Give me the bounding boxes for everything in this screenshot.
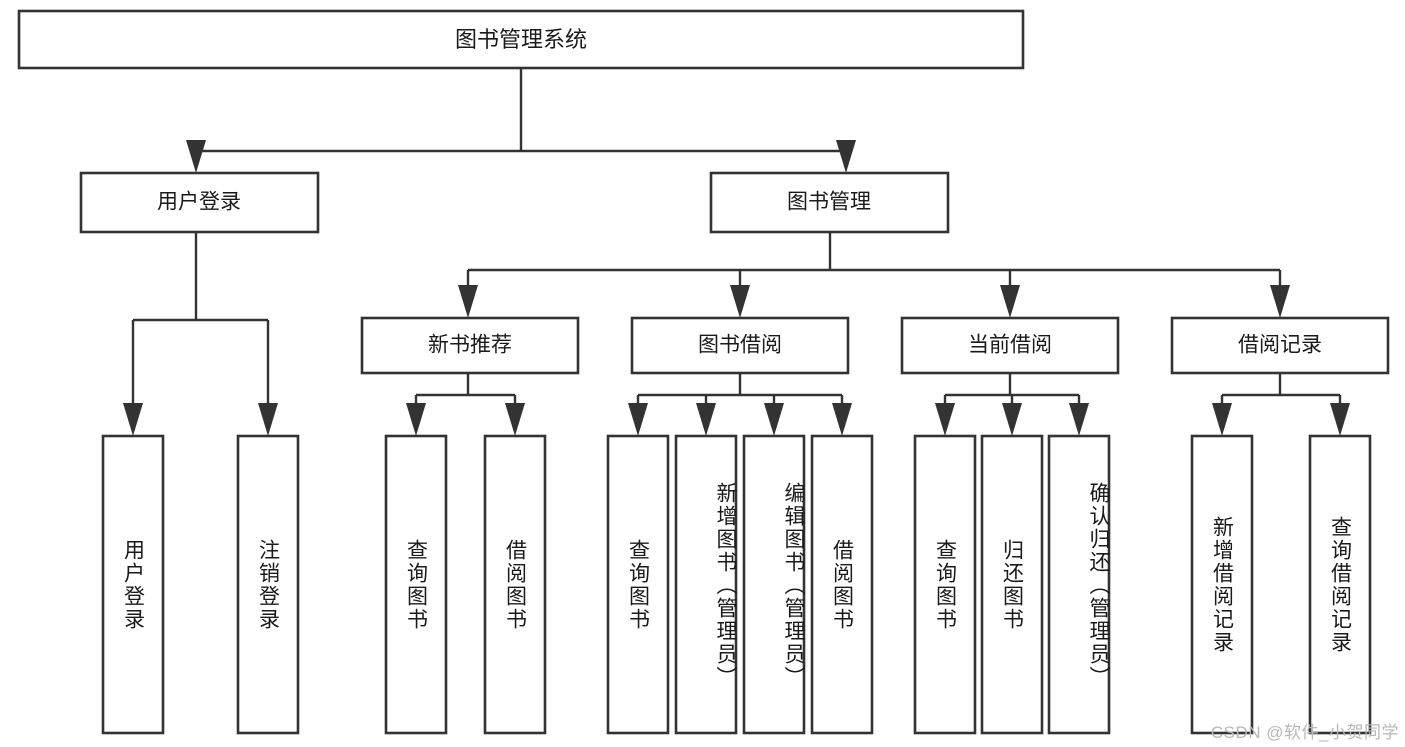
- node-borrow-record[interactable]: 借阅记录: [1170, 316, 1390, 375]
- node-borrow-record-label: 借阅记录: [1238, 334, 1322, 357]
- node-book-borrow-label: 图书借阅: [698, 334, 782, 357]
- node-leaf-rec-borrow-box[interactable]: [483, 434, 547, 735]
- node-leaf-cur-return-box[interactable]: [980, 434, 1044, 735]
- node-root-label: 图书管理系统: [455, 27, 587, 52]
- node-leaf-rec-add-box[interactable]: [1190, 434, 1254, 735]
- node-leaf-cur-confirm-box[interactable]: [1047, 434, 1111, 735]
- arrow-userlogin: [186, 140, 206, 173]
- arrow-leaf-user-login: [123, 403, 143, 436]
- arrow-leaf-rec-borrow: [505, 403, 525, 436]
- node-book-manage[interactable]: 图书管理: [709, 171, 950, 234]
- arrow-leaf-user-logout: [258, 403, 278, 436]
- node-leaf-user-login-box[interactable]: [101, 434, 165, 735]
- arrow-current-borrow: [1000, 285, 1020, 318]
- arrow-book-borrow: [730, 285, 750, 318]
- arrow-bookmanage: [836, 140, 856, 173]
- arrow-leaf-rec-add: [1212, 403, 1232, 436]
- node-leaf-cur-query-box[interactable]: [913, 434, 977, 735]
- node-leaf-borrow-query-box[interactable]: [606, 434, 670, 735]
- node-new-book-rec-label: 新书推荐: [428, 334, 512, 357]
- node-current-borrow[interactable]: 当前借阅: [900, 316, 1120, 375]
- node-book-borrow-box[interactable]: [630, 316, 850, 375]
- node-root[interactable]: 图书管理系统: [17, 9, 1025, 70]
- node-book-manage-box[interactable]: [709, 171, 950, 234]
- node-user-login-label: 用户登录: [157, 191, 241, 214]
- arrow-leaf-borrow-query: [628, 403, 648, 436]
- node-user-login[interactable]: 用户登录: [79, 171, 320, 234]
- node-leaf-user-logout-box[interactable]: [236, 434, 300, 735]
- node-current-borrow-box[interactable]: [900, 316, 1120, 375]
- arrow-leaf-rec-query2: [1330, 403, 1350, 436]
- node-current-borrow-label: 当前借阅: [968, 334, 1052, 357]
- node-new-book-rec[interactable]: 新书推荐: [360, 316, 580, 375]
- connector-layer: [123, 68, 1350, 436]
- arrow-leaf-cur-confirm: [1069, 403, 1089, 436]
- node-borrow-record-box[interactable]: [1170, 316, 1390, 375]
- node-book-manage-label: 图书管理: [787, 191, 871, 214]
- arrow-leaf-borrow-edit: [764, 403, 784, 436]
- node-leaf-borrow-edit-box[interactable]: [742, 434, 806, 735]
- arrow-leaf-rec-query: [406, 403, 426, 436]
- csdn-watermark: CSDN @软件_小贺同学: [1210, 723, 1399, 742]
- arrow-borrow-record: [1270, 285, 1290, 318]
- node-root-box[interactable]: [17, 9, 1025, 70]
- node-leaf-borrow-add-box[interactable]: [674, 434, 738, 735]
- arrow-leaf-borrow-lend: [832, 403, 852, 436]
- node-new-book-rec-box[interactable]: [360, 316, 580, 375]
- arrow-leaf-borrow-add: [696, 403, 716, 436]
- node-book-borrow[interactable]: 图书借阅: [630, 316, 850, 375]
- arrow-new-book-rec: [458, 285, 478, 318]
- arrow-leaf-cur-return: [1002, 403, 1022, 436]
- node-leaf-rec-query-box[interactable]: [384, 434, 448, 735]
- node-leaf-borrow-lend-box[interactable]: [810, 434, 874, 735]
- arrow-leaf-cur-query: [935, 403, 955, 436]
- node-leaf-rec-query2-box[interactable]: [1308, 434, 1372, 735]
- node-user-login-box[interactable]: [79, 171, 320, 234]
